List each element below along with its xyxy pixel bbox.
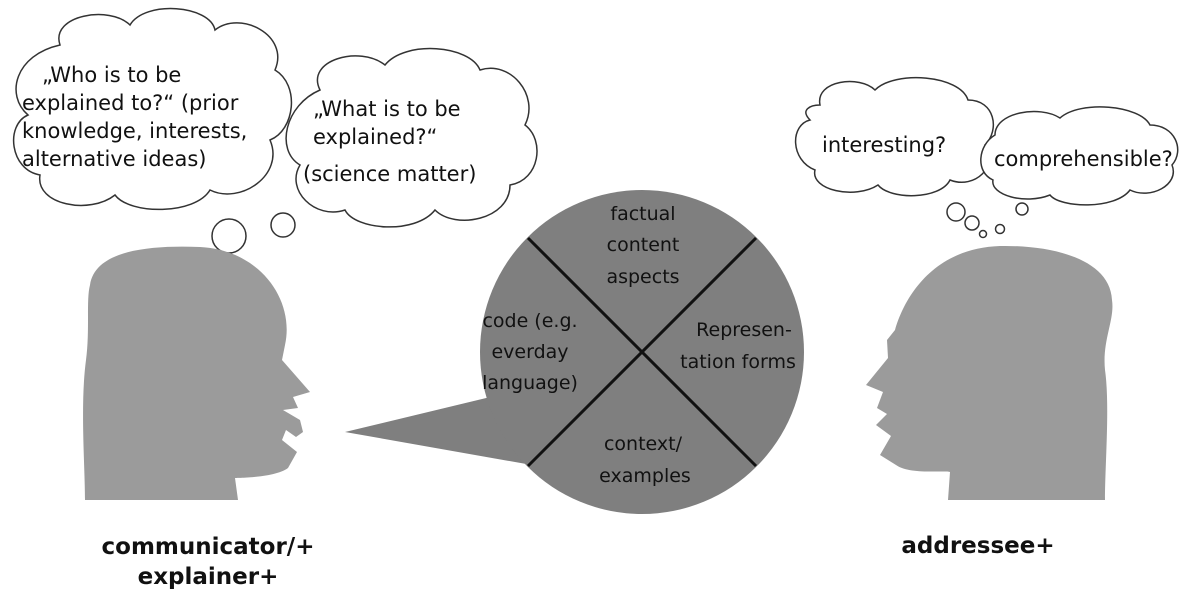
communicator-label-line2: explainer+ bbox=[138, 564, 279, 590]
explanation-circle: factual content aspects code (e.g. everd… bbox=[480, 190, 804, 514]
thought-bubbles-right bbox=[946, 202, 1029, 239]
sector-left-line3: language) bbox=[482, 372, 578, 394]
thought-comprehensible-text: comprehensible? bbox=[994, 147, 1173, 171]
thought-what-line1: „What is to be bbox=[313, 97, 461, 121]
sector-top-line3: aspects bbox=[606, 266, 679, 288]
sector-top-line2: content bbox=[607, 234, 680, 256]
sector-right-line1: Represen- bbox=[696, 319, 792, 341]
sector-bottom-line1: context/ bbox=[604, 433, 683, 455]
thought-who-line2: explained to?“ (prior bbox=[22, 91, 239, 115]
thought-cloud-interesting: interesting? bbox=[794, 77, 995, 197]
circle-divider-2 bbox=[526, 236, 758, 468]
thought-who-line3: knowledge, interests, bbox=[22, 119, 247, 143]
addressee-head bbox=[866, 245, 1113, 500]
addressee-label: addressee+ bbox=[901, 533, 1054, 559]
sector-bottom-line2: examples bbox=[599, 465, 691, 487]
thought-interesting-text: interesting? bbox=[822, 133, 946, 157]
thought-what-line2: explained?“ bbox=[313, 125, 437, 149]
sector-top-line1: factual bbox=[610, 203, 675, 225]
communicator-head bbox=[83, 246, 310, 500]
thought-who-line4: alternative ideas) bbox=[22, 147, 206, 171]
thought-bubbles-left bbox=[211, 212, 296, 254]
thought-who-line1: „Who is to be bbox=[42, 63, 181, 87]
sector-left-line2: everday bbox=[491, 341, 568, 363]
thought-cloud-comprehensible: comprehensible? bbox=[980, 106, 1179, 206]
sector-right-line2: tation forms bbox=[680, 351, 796, 373]
thought-cloud-who: „Who is to be explained to?“ (prior know… bbox=[12, 7, 293, 211]
thought-what-line3: (science matter) bbox=[303, 162, 476, 186]
sector-left-line1: code (e.g. bbox=[482, 310, 577, 332]
communicator-label-line1: communicator/+ bbox=[102, 534, 315, 560]
thought-cloud-what: „What is to be explained?“ (science matt… bbox=[285, 47, 538, 228]
